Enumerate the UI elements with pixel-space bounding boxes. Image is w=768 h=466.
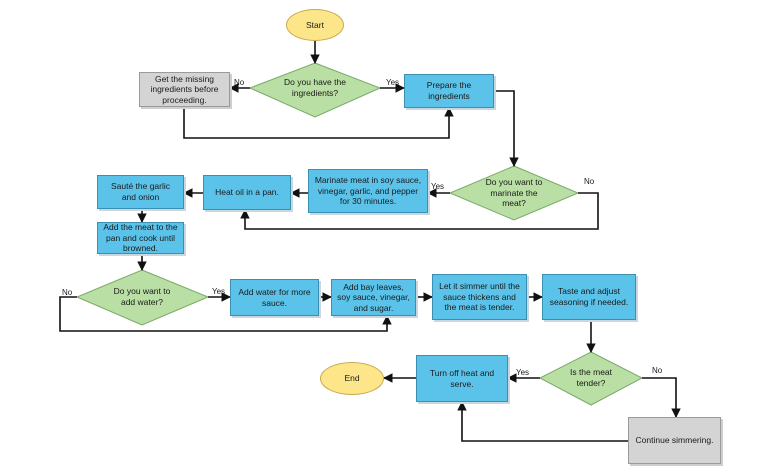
decision-is-tender-shape: [538, 351, 644, 406]
start-terminal: Start: [286, 9, 344, 41]
label-marinate-yes: Yes: [431, 182, 445, 191]
arrow-water-no: [59, 296, 392, 332]
label-water-no: No: [62, 288, 73, 297]
add-bay-leaves-box: Add bay leaves, soy sauce, vinegar, and …: [331, 279, 416, 316]
label-have-no: No: [234, 78, 245, 87]
end-terminal: End: [320, 362, 384, 395]
prepare-ingredients-box: Prepare the ingredients: [404, 74, 494, 108]
arrow-missing-loop: [183, 107, 454, 139]
decision-shapes: [75, 62, 644, 406]
decision-want-marinate-text: Do you want to marinate the meat?: [485, 177, 543, 209]
turn-off-serve-box: Turn off heat and serve.: [416, 355, 508, 402]
simmer-box: Let it simmer until the sauce thickens a…: [432, 274, 527, 320]
label-have-yes: Yes: [386, 78, 400, 87]
label-tender-no: No: [652, 366, 663, 375]
heat-oil-box: Heat oil in a pan.: [203, 175, 291, 210]
taste-adjust-box: Taste and adjust seasoning if needed.: [542, 274, 636, 320]
get-missing-ingredients-box: Get the missing ingredients before proce…: [139, 72, 230, 107]
label-tender-yes: Yes: [516, 368, 530, 377]
arrow-continue-loop: [457, 401, 628, 442]
decision-have-ingredients-text: Do you have the ingredients?: [284, 77, 346, 98]
decision-want-water-shape: [75, 269, 210, 326]
continue-simmering-box: Continue simmering.: [628, 417, 721, 464]
label-water-yes: Yes: [212, 287, 226, 296]
add-water-box: Add water for more sauce.: [230, 279, 319, 316]
add-meat-box: Add the meat to the pan and cook until b…: [97, 222, 184, 254]
connectors: [59, 41, 681, 442]
arrow-prepare-to-marinate-q: [494, 90, 519, 167]
decision-want-water-text: Do you want to add water?: [113, 286, 171, 307]
decision-want-marinate-shape: [448, 165, 580, 221]
label-marinate-no: No: [584, 177, 595, 186]
arrow-marinate-no: [240, 192, 599, 230]
decision-have-ingredients-shape: [248, 62, 382, 118]
arrow-tender-no: [642, 377, 681, 418]
marinate-meat-box: Marinate meat in soy sauce, vinegar, gar…: [308, 169, 428, 213]
decision-is-tender-text: Is the meat tender?: [569, 367, 613, 388]
saute-box: Sauté the garlic and onion: [97, 175, 184, 209]
